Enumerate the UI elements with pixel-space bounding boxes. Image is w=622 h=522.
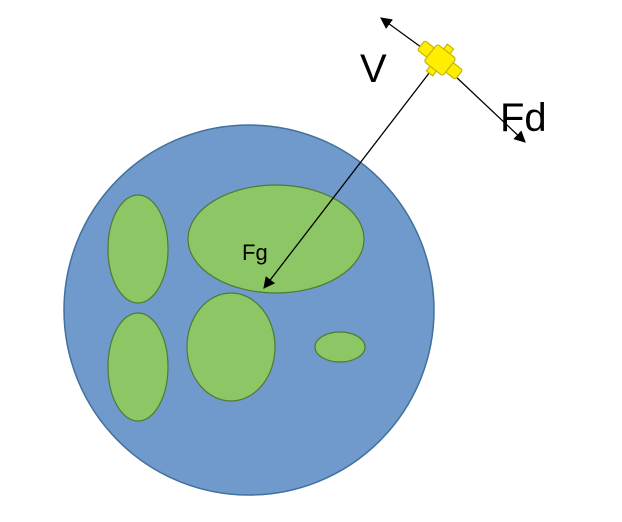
- gravity-force-arrow: [263, 67, 434, 289]
- continent-middle: [186, 292, 276, 402]
- continent-lower-left: [107, 312, 169, 422]
- satellite-icon: [417, 40, 463, 80]
- island-right: [314, 331, 366, 363]
- planet: [63, 124, 435, 496]
- continent-large-top: [187, 184, 365, 294]
- continent-upper-left: [107, 194, 169, 304]
- velocity-label: V: [360, 47, 387, 91]
- drag-force-label: Fd: [500, 96, 547, 140]
- gravity-force-label: Fg: [242, 240, 268, 265]
